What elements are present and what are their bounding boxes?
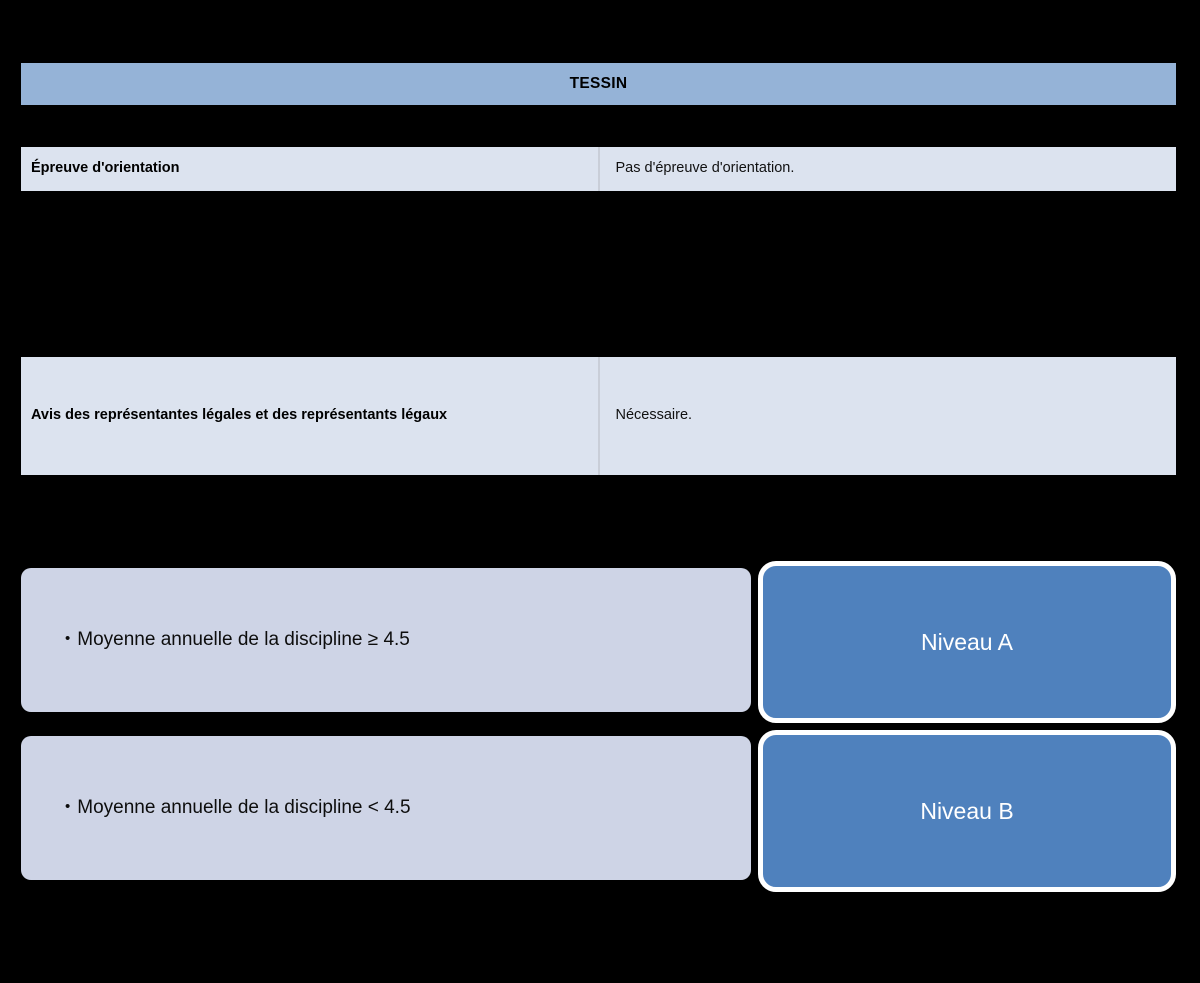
table-cell-label-orientation: Épreuve d'orientation (21, 147, 600, 191)
level-box-b[interactable]: Niveau B (758, 730, 1176, 892)
table-row-empty-2 (21, 191, 1176, 357)
table-title: TESSIN (21, 63, 1176, 105)
condition-box-a: • Moyenne annuelle de la discipline ≥ 4.5 (21, 568, 751, 712)
bullet-icon-a: • (65, 629, 71, 647)
table-cell-value-empty-1 (598, 105, 1176, 147)
table-cell-label-empty-2 (21, 191, 599, 357)
table-cell-value-orientation: Pas d'épreuve d'orientation. (598, 147, 1176, 191)
table-row-avis: Avis des représentantes légales et des r… (21, 357, 1176, 475)
level-label-b: Niveau B (920, 797, 1014, 824)
level-box-a[interactable]: Niveau A (758, 561, 1176, 723)
level-label-a: Niveau A (920, 628, 1014, 655)
condition-text-b: • Moyenne annuelle de la discipline < 4.5 (65, 796, 411, 821)
bullet-icon-b: • (65, 797, 71, 815)
table-row-empty-1 (21, 105, 1176, 147)
condition-box-b: • Moyenne annuelle de la discipline < 4.5 (21, 736, 751, 880)
condition-text-a: • Moyenne annuelle de la discipline ≥ 4.5 (65, 628, 410, 653)
condition-label-b: Moyenne annuelle de la discipline < 4.5 (77, 796, 411, 818)
table-cell-value-avis: Nécessaire. (598, 357, 1176, 475)
table-header-row: TESSIN (21, 63, 1176, 105)
table-cell-label-empty-1 (21, 105, 599, 147)
table-row-orientation: Épreuve d'orientation Pas d'épreuve d'or… (21, 147, 1176, 191)
condition-label-a: Moyenne annuelle de la discipline ≥ 4.5 (77, 628, 410, 650)
table-cell-value-empty-2 (598, 191, 1176, 357)
table-cell-label-avis: Avis des représentantes légales et des r… (21, 357, 600, 475)
tessin-info-table: TESSIN Épreuve d'orientation Pas d'épreu… (21, 63, 1176, 475)
